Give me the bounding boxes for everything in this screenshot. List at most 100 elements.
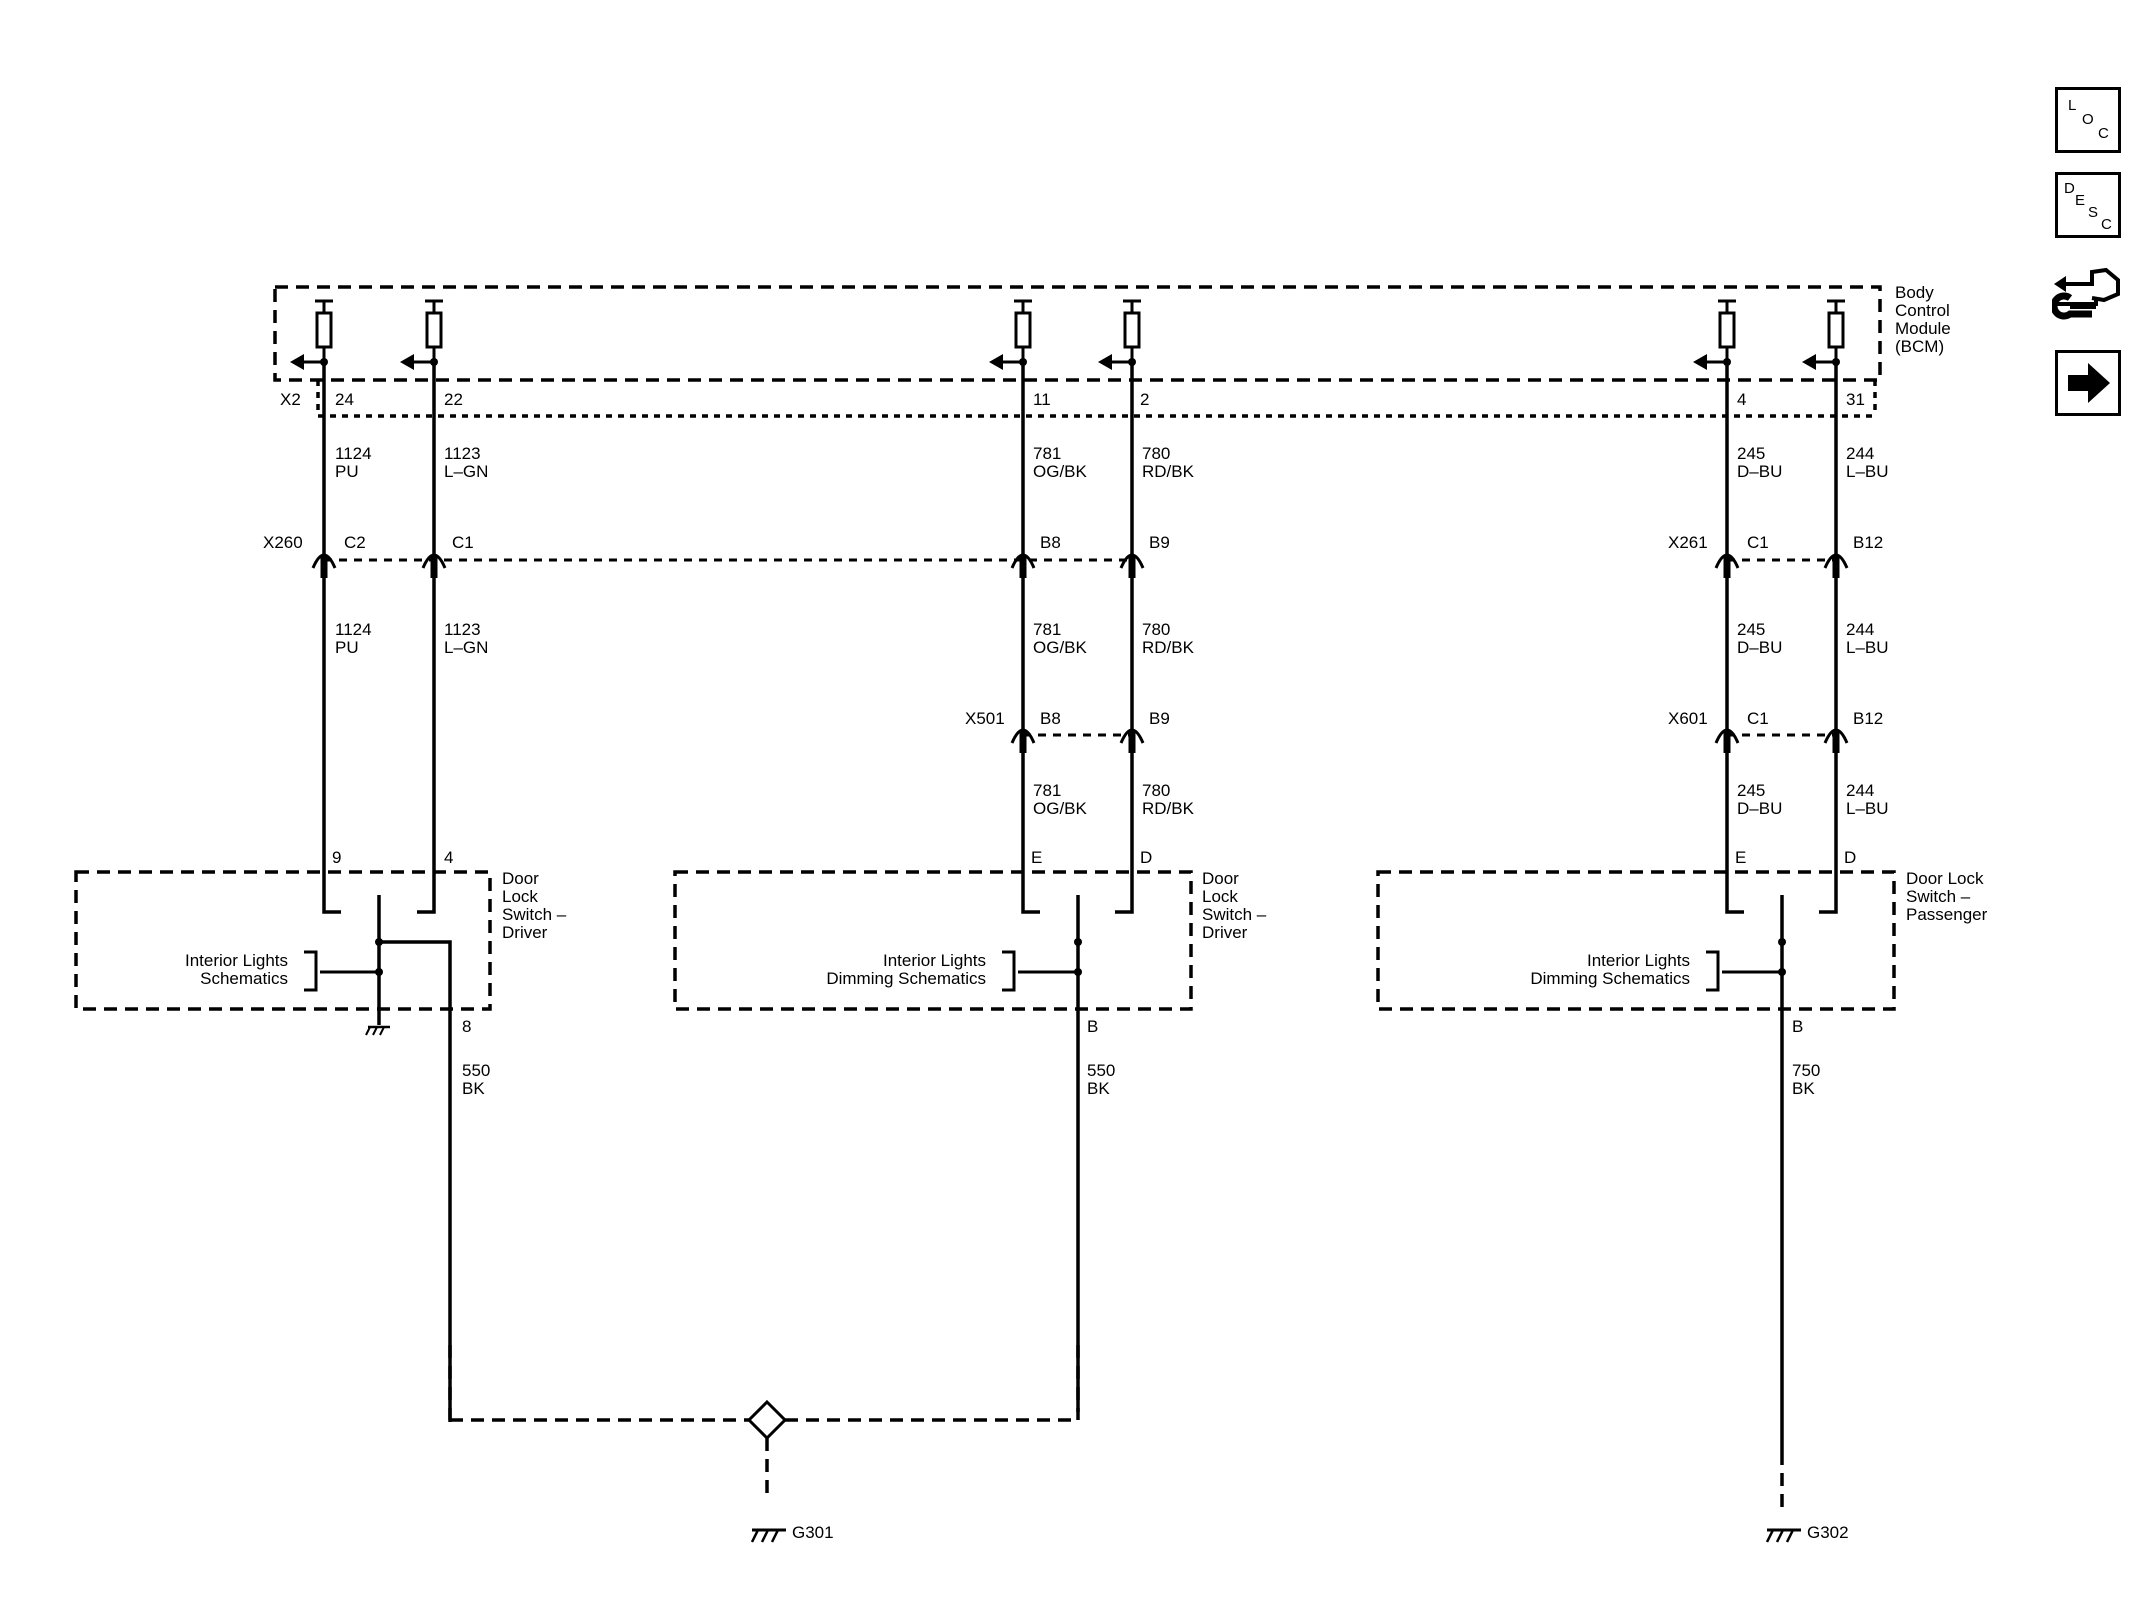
svg-text:550: 550 [462,1061,490,1080]
loc-letter-c: C [2098,125,2109,142]
svg-text:Body: Body [1895,283,1934,302]
inline-connector-pin-icon [1119,728,1145,753]
inline-connector-pin-icon [1010,553,1036,578]
svg-text:750: 750 [1792,1061,1820,1080]
bcm-input-symbol [1802,299,1845,370]
next-button[interactable] [2055,350,2121,416]
svg-text:Interior Lights: Interior Lights [883,951,986,970]
svg-text:781: 781 [1033,620,1061,639]
right-arrow-icon [2068,363,2110,403]
svg-text:Control: Control [1895,301,1950,320]
svg-text:(BCM): (BCM) [1895,337,1944,356]
bcm-input-symbol [400,299,443,370]
svg-text:PU: PU [335,462,359,481]
x501-pin-b9: B9 [1149,709,1170,728]
svg-text:E: E [1735,848,1746,867]
svg-text:OG/BK: OG/BK [1033,638,1088,657]
signal-wires [322,362,1838,907]
svg-text:245: 245 [1737,620,1765,639]
desc-letter-c: C [2101,216,2112,233]
desc-letter-s: S [2088,204,2099,221]
svg-text:1123: 1123 [444,620,481,639]
x601-pin-c1: C1 [1747,709,1769,728]
svg-text:BK: BK [1087,1079,1110,1098]
bcm-pin-22: 22 [444,390,463,409]
x261-pin-c1: C1 [1747,533,1769,552]
svg-text:RD/BK: RD/BK [1142,799,1195,818]
connector-tool-icon [2050,267,2120,320]
svg-text:Switch –: Switch – [1202,905,1267,924]
svg-text:Interior Lights: Interior Lights [185,951,288,970]
svg-text:9: 9 [332,848,341,867]
g301-ground-network: G301 [448,1345,1080,1543]
svg-text:RD/BK: RD/BK [1142,638,1195,657]
svg-text:Door: Door [502,869,539,888]
desc-button[interactable]: D E S C [2055,172,2121,238]
svg-text:8: 8 [462,1017,471,1036]
inline-connector-pin-icon [311,553,337,578]
x260-pin-c2: C2 [344,533,366,552]
svg-text:RD/BK: RD/BK [1142,462,1195,481]
svg-text:780: 780 [1142,781,1170,800]
desc-letter-d: D [2064,180,2075,197]
x601-label: X601 [1668,709,1708,728]
inline-connector-pin-icon [1823,728,1849,753]
svg-text:550: 550 [1087,1061,1115,1080]
svg-text:4: 4 [444,848,453,867]
svg-text:Dimming Schematics: Dimming Schematics [1530,969,1690,988]
connector-tool-button[interactable] [2050,258,2126,328]
g302-label: G302 [1807,1523,1849,1542]
svg-text:780: 780 [1142,620,1170,639]
inline-connector-pin-icon [1714,728,1740,753]
svg-text:D–BU: D–BU [1737,799,1782,818]
x261-label: X261 [1668,533,1708,552]
bcm-input-symbol [290,299,333,370]
svg-text:245: 245 [1737,781,1765,800]
svg-text:1123: 1123 [444,444,481,463]
desc-letter-e: E [2075,192,2086,209]
x501-pin-b8: B8 [1040,709,1061,728]
svg-text:Switch –: Switch – [1906,887,1971,906]
svg-text:Door: Door [1202,869,1239,888]
inline-connector-pin-icon [421,553,447,578]
svg-text:L–BU: L–BU [1846,638,1889,657]
door-lock-switch-driver-left: 9 4 Door Lock Switch – Driver Interior L… [74,848,567,1412]
svg-text:244: 244 [1846,620,1874,639]
svg-text:Driver: Driver [1202,923,1248,942]
svg-text:781: 781 [1033,781,1061,800]
bcm-connector-label: X2 [280,390,301,409]
bcm-input-symbol [1098,299,1141,370]
svg-text:B: B [1792,1017,1803,1036]
bcm-input-symbols [290,299,1845,370]
svg-text:Lock: Lock [1202,887,1238,906]
svg-text:Module: Module [1895,319,1951,338]
loc-letter-o: O [2082,111,2094,128]
svg-text:D–BU: D–BU [1737,638,1782,657]
svg-text:Interior Lights: Interior Lights [1587,951,1690,970]
x261-pin-b12: B12 [1853,533,1883,552]
svg-text:L–BU: L–BU [1846,462,1889,481]
svg-text:244: 244 [1846,444,1874,463]
inline-connector-pin-icon [1823,553,1849,578]
svg-text:Lock: Lock [502,887,538,906]
svg-text:L–GN: L–GN [444,638,488,657]
svg-text:D: D [1140,848,1152,867]
svg-text:D–BU: D–BU [1737,462,1782,481]
x261-pin-b8: B8 [1040,533,1061,552]
svg-text:OG/BK: OG/BK [1033,799,1088,818]
door-lock-switch-driver-center: E D Door Lock Switch – Driver Interior L… [673,848,1267,1412]
svg-text:Door Lock: Door Lock [1906,869,1984,888]
svg-text:781: 781 [1033,444,1061,463]
svg-text:B: B [1087,1017,1098,1036]
bcm-pin-31: 31 [1846,390,1865,409]
svg-text:244: 244 [1846,781,1874,800]
x260-pin-c1: C1 [452,533,474,552]
svg-text:D: D [1844,848,1856,867]
bcm-label: Body Control Module (BCM) [1895,283,1951,356]
svg-text:Schematics: Schematics [200,969,288,988]
loc-button[interactable]: L O C [2055,87,2121,153]
